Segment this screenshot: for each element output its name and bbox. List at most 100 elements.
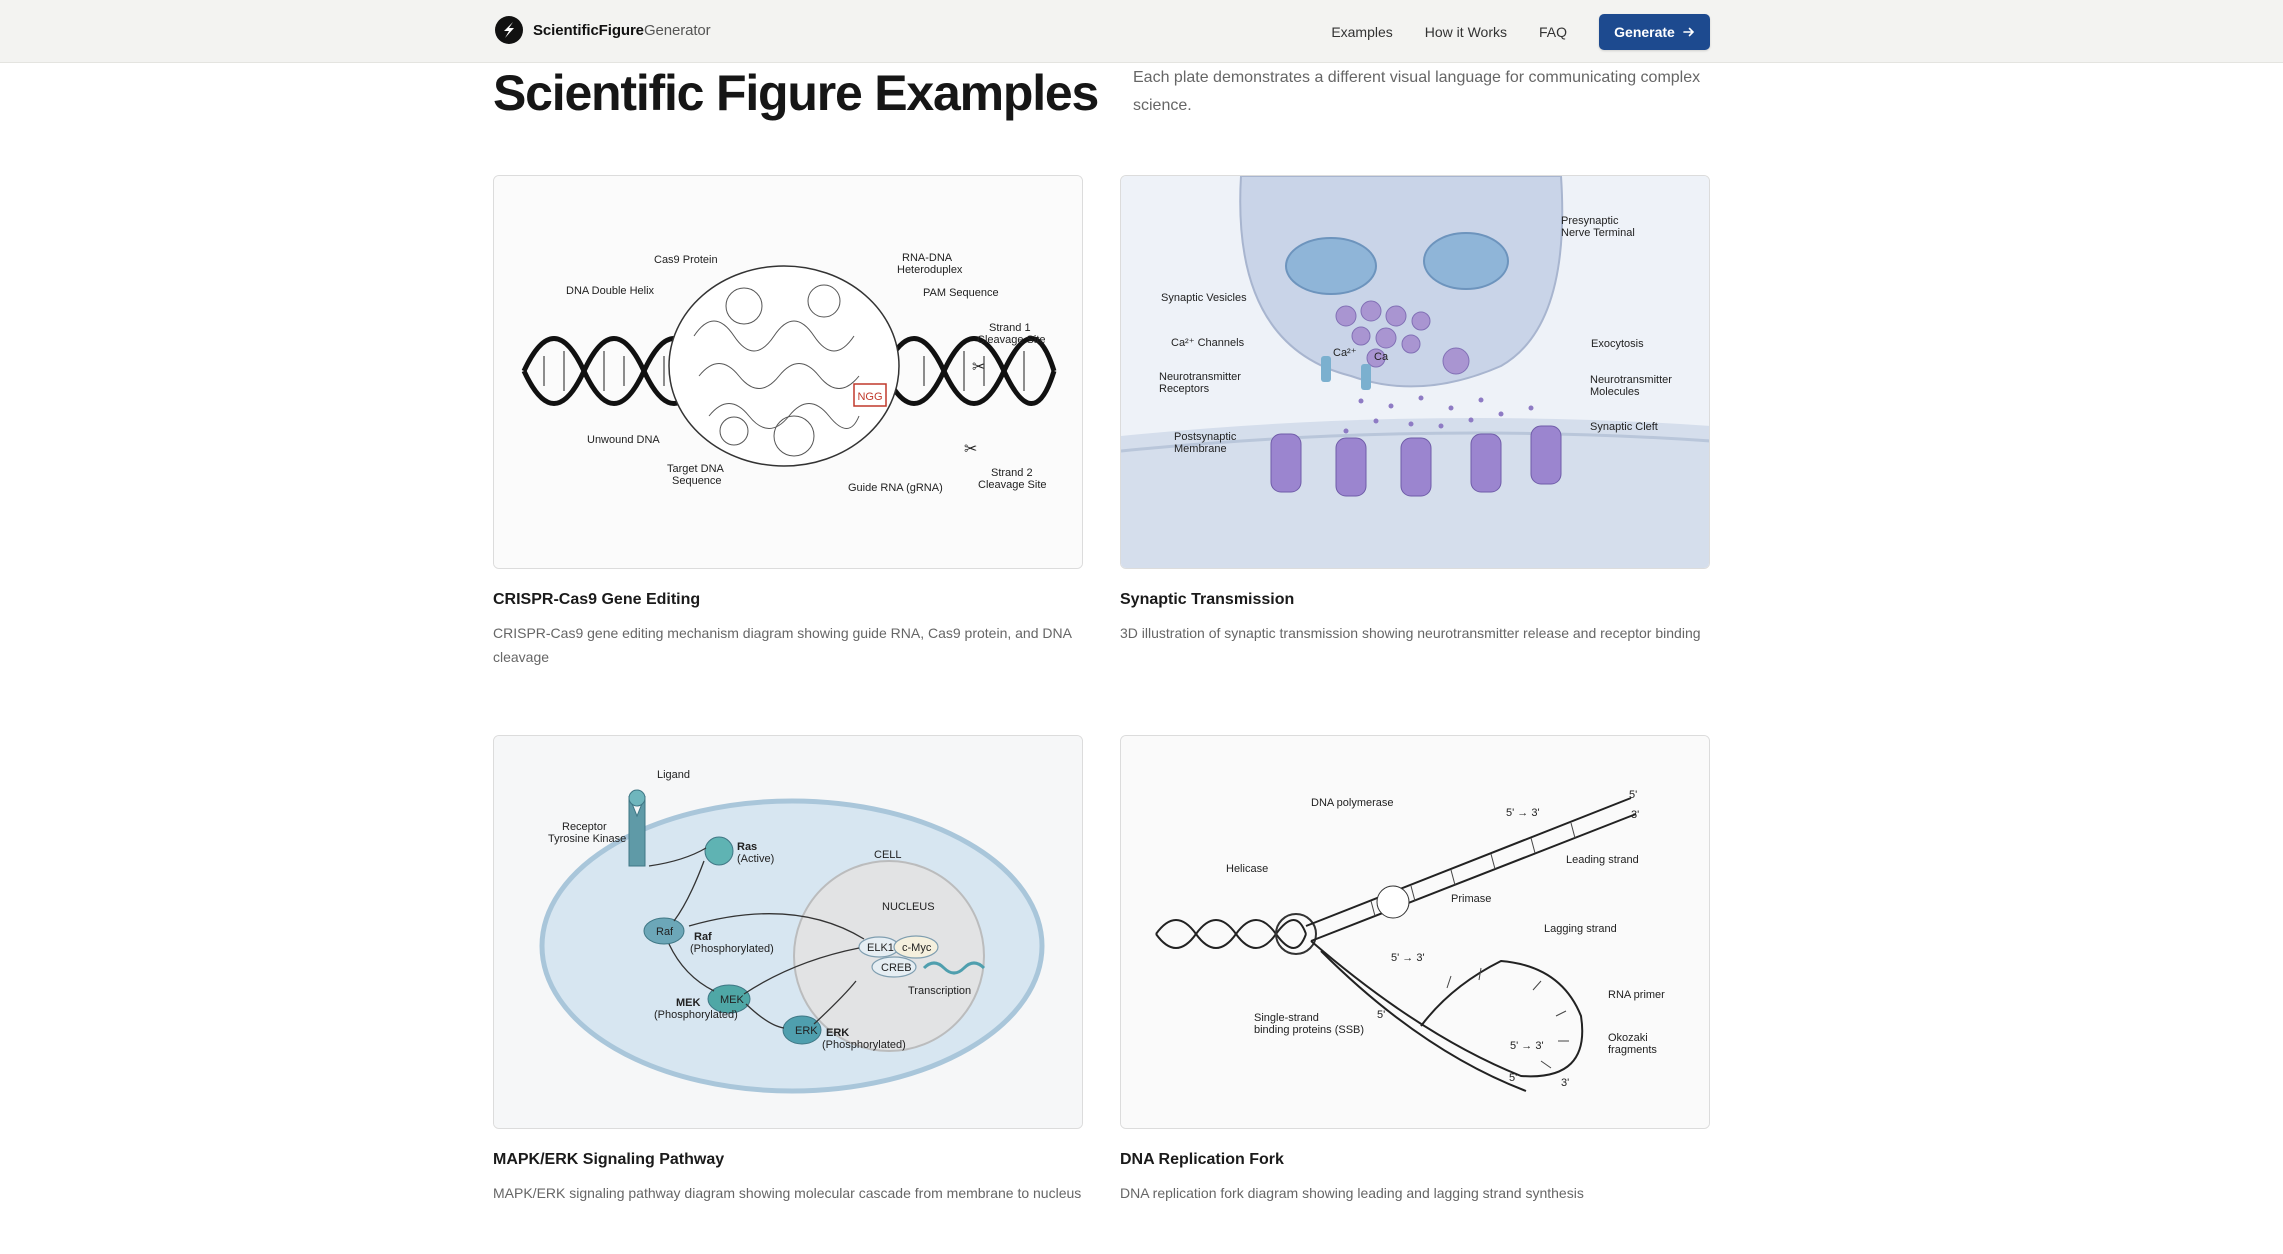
label-presynaptic: Presynaptic (1561, 215, 1619, 227)
label-creb: CREB (881, 962, 912, 974)
label-helicase: Helicase (1226, 863, 1268, 875)
label-neurotransmitter-receptors-1: Neurotransmitter (1159, 371, 1241, 383)
label-cleavage-site-2: Cleavage Site (978, 479, 1047, 491)
figure-image-synaptic[interactable]: Presynaptic Nerve Terminal Synaptic Vesi… (1120, 175, 1710, 569)
label-erk: ERK (826, 1027, 849, 1039)
label-dna-polymerase: DNA polymerase (1311, 797, 1394, 809)
generate-button-label: Generate (1614, 24, 1675, 40)
label-5-prime-top: 5' (1629, 789, 1637, 801)
label-transcription: Transcription (908, 985, 971, 997)
label-cell: CELL (874, 849, 902, 861)
generate-button[interactable]: Generate (1599, 14, 1710, 50)
label-leading-strand: Leading strand (1566, 854, 1639, 866)
label-3-prime-top: 3' (1631, 809, 1639, 821)
label-ca-ion: Ca²⁺ (1333, 347, 1357, 359)
card-title: DNA Replication Fork (1120, 1151, 1284, 1168)
label-raf-inner: Raf (656, 926, 674, 938)
example-card-dna-replication[interactable]: DNA polymerase 5' → 3' 5' 3' Helicase Le… (1120, 735, 1710, 1205)
label-elk1: ELK1 (867, 942, 894, 954)
label-ras-active: (Active) (737, 853, 774, 865)
label-raf-phosphorylated: (Phosphorylated) (690, 943, 774, 955)
nav-link-examples[interactable]: Examples (1331, 24, 1393, 40)
label-target-dna: Target DNA (667, 463, 725, 475)
label-dna-double-helix: DNA Double Helix (566, 285, 655, 297)
label-erk-phosphorylated: (Phosphorylated) (822, 1039, 906, 1051)
label-strand-1: Strand 1 (989, 322, 1031, 334)
page-title: Scientific Figure Examples (493, 65, 1099, 121)
label-3-prime-bottom: 3' (1561, 1077, 1569, 1089)
label-ca-channels: Ca²⁺ Channels (1171, 337, 1245, 349)
label-mek: MEK (676, 997, 701, 1009)
label-5-prime-bottom: 5' (1509, 1072, 1517, 1084)
label-ssb: binding proteins (SSB) (1254, 1024, 1364, 1036)
label-primase: Primase (1451, 893, 1491, 905)
label-heteroduplex: Heteroduplex (897, 264, 963, 276)
brand-link[interactable]: ScientificFigureGenerator (495, 16, 711, 44)
crispr-labels: Cas9 Protein RNA-DNA Heteroduplex DNA Do… (566, 252, 1047, 494)
arrow-right-icon (1683, 27, 1694, 37)
label-rna-dna: RNA-DNA (902, 252, 953, 264)
nav-link-faq[interactable]: FAQ (1538, 24, 1567, 40)
main-nav: Examples How it Works FAQ Generate (1299, 14, 1710, 50)
example-card-synaptic[interactable]: Presynaptic Nerve Terminal Synaptic Vesi… (1120, 175, 1710, 645)
label-ras: Ras (737, 841, 757, 853)
label-ca: Ca (1374, 351, 1389, 363)
label-pam-sequence: PAM Sequence (923, 287, 999, 299)
example-card-mapk-erk[interactable]: Ligand Receptor Tyrosine Kinase Ras (Act… (493, 735, 1083, 1205)
card-description: MAPK/ERK signaling pathway diagram showi… (493, 1185, 1082, 1201)
label-receptors: Receptors (1159, 383, 1210, 395)
label-mek-phosphorylated: (Phosphorylated) (654, 1009, 738, 1021)
label-5-3-bottom: 5' → 3' (1510, 1040, 1544, 1052)
label-neurotransmitter-molecules-1: Neurotransmitter (1590, 374, 1672, 386)
label-rna-primer: RNA primer (1608, 989, 1665, 1001)
label-tyrosine-kinase: Tyrosine Kinase (548, 833, 626, 845)
label-fragments: fragments (1608, 1044, 1657, 1056)
top-navigation-bar: ScientificFigureGenerator Examples How i… (0, 0, 2283, 63)
card-title: Synaptic Transmission (1120, 591, 1295, 608)
label-receptor: Receptor (562, 821, 607, 833)
ngg-label: NGG (857, 391, 882, 403)
label-5-3-lagging: 5' → 3' (1391, 952, 1425, 964)
label-synaptic-cleft: Synaptic Cleft (1590, 421, 1658, 433)
logo-icon (495, 16, 523, 44)
label-molecules: Molecules (1590, 386, 1640, 398)
figure-image-dna-replication[interactable]: DNA polymerase 5' → 3' 5' 3' Helicase Le… (1120, 735, 1710, 1129)
example-card-crispr[interactable]: NGG ✂ ✂ Cas9 Protein RNA-DNA Heteroduple… (493, 175, 1083, 669)
label-raf: Raf (694, 931, 712, 943)
svg-text:✂: ✂ (972, 359, 985, 376)
label-c-myc: c-Myc (902, 942, 932, 954)
label-mek-inner: MEK (720, 994, 745, 1006)
page-subtitle: Each plate demonstrates a different visu… (1133, 69, 1701, 114)
figure-image-crispr[interactable]: NGG ✂ ✂ Cas9 Protein RNA-DNA Heteroduple… (493, 175, 1083, 569)
label-5-prime-mid: 5' (1377, 1009, 1385, 1021)
label-okazaki: Okozaki (1608, 1032, 1648, 1044)
label-strand-2: Strand 2 (991, 467, 1033, 479)
label-nucleus: NUCLEUS (882, 901, 935, 913)
label-erk-inner: ERK (795, 1025, 818, 1037)
brand-name: ScientificFigureGenerator (533, 22, 711, 39)
svg-text:✂: ✂ (964, 441, 977, 458)
mapk-labels: Ligand Receptor Tyrosine Kinase Ras (Act… (548, 769, 971, 1051)
label-guide-rna: Guide RNA (gRNA) (848, 482, 943, 494)
label-membrane: Membrane (1174, 443, 1227, 455)
label-sequence: Sequence (672, 475, 722, 487)
label-5-3-leading: 5' → 3' (1506, 807, 1540, 819)
label-nerve-terminal: Nerve Terminal (1561, 227, 1635, 239)
label-cas9-protein: Cas9 Protein (654, 254, 718, 266)
label-lagging-strand: Lagging strand (1544, 923, 1617, 935)
nav-link-how-it-works[interactable]: How it Works (1424, 24, 1507, 40)
card-description: CRISPR-Cas9 gene editing mechanism diagr… (493, 625, 1072, 665)
brand-name-light: Generator (643, 21, 711, 39)
card-title: CRISPR-Cas9 Gene Editing (493, 591, 701, 608)
card-title: MAPK/ERK Signaling Pathway (493, 1151, 725, 1168)
label-unwound-dna: Unwound DNA (587, 434, 660, 446)
synaptic-labels: Presynaptic Nerve Terminal Synaptic Vesi… (1159, 215, 1672, 455)
label-ligand: Ligand (657, 769, 690, 781)
label-exocytosis: Exocytosis (1591, 338, 1644, 350)
figure-image-mapk-erk[interactable]: Ligand Receptor Tyrosine Kinase Ras (Act… (493, 735, 1083, 1129)
card-description: DNA replication fork diagram showing lea… (1120, 1185, 1584, 1201)
brand-name-strong: ScientificFigure (533, 21, 644, 39)
card-description: 3D illustration of synaptic transmission… (1120, 625, 1701, 641)
label-cleavage-site-1: Cleavage Site (977, 334, 1046, 346)
label-synaptic-vesicles: Synaptic Vesicles (1161, 292, 1247, 304)
